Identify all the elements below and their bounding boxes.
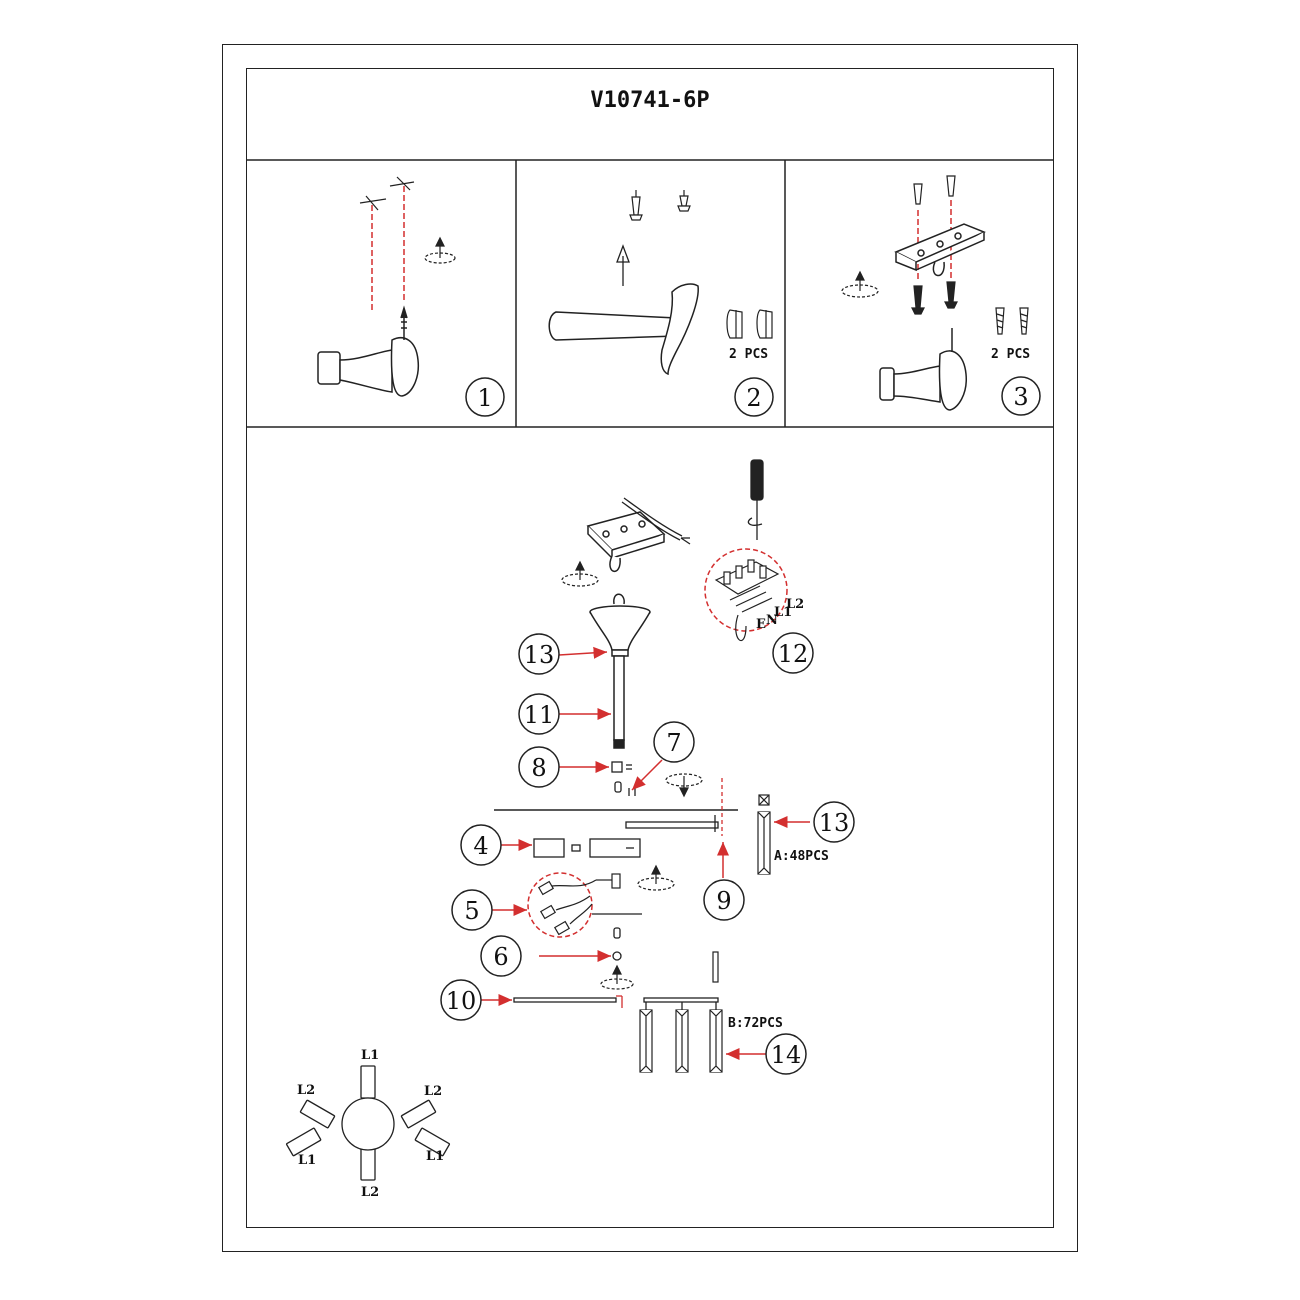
callout-14: 14 [765,1033,807,1075]
step2-quantity: 2 PCS [729,347,768,362]
step2-anchor-illustration: 2 PCS 2 [548,190,774,417]
wiring-diagram: L1 L2 L2 L1 L1 L2 [286,1048,450,1200]
callout-5: 5 [451,889,493,931]
ceiling-bracket-icon [586,511,666,572]
callout-4: 4 [460,824,502,866]
step1-drill-illustration: 1 [317,176,505,417]
callout-6: 6 [480,935,522,977]
crystal-a-quantity: A:48PCS [774,849,829,864]
rotate-icon [841,270,879,298]
rotate-icon [561,560,599,587]
step3-number: 3 [1001,376,1041,416]
screw-icon [913,175,956,205]
svg-text:L2: L2 [786,597,804,612]
callout-12: 12 [772,632,814,674]
callout-11: 11 [518,693,560,735]
svg-text:14: 14 [771,1041,802,1069]
svg-text:7: 7 [666,729,681,757]
rotate-icon [424,236,456,264]
step3-quantity: 2 PCS [991,347,1030,362]
callout-13-right: 13 [813,801,855,843]
screw-icon [629,190,691,221]
inner-frame [246,68,1054,1228]
svg-text:9: 9 [716,887,731,915]
wood-screw-icon [995,307,1029,335]
svg-text:11: 11 [524,701,555,729]
rotate-icon [637,864,675,891]
model-title: V10741-6P [590,88,710,113]
svg-text:5: 5 [464,897,479,925]
svg-text:13: 13 [524,641,555,669]
rotate-icon [600,964,634,990]
main-assembly: L2 L1 N E [440,459,855,1075]
nut-icon [611,761,636,796]
svg-text:N: N [766,613,778,628]
frame-bar-icon [625,815,719,832]
power-cable-icon [621,497,691,545]
outer-frame [222,44,1078,1252]
wire-label-top-left: L2 [297,1083,315,1098]
svg-text:13: 13 [819,809,850,837]
callout-13-top: 13 [518,633,560,675]
wire-label-top: L1 [361,1048,379,1063]
wire-label-bottom-left: L1 [298,1153,316,1168]
wire-label-top-right: L2 [424,1084,442,1099]
rod-icon [613,655,625,749]
crystal-a-icon [757,794,771,875]
svg-text:4: 4 [473,832,488,860]
wire-label-bottom-right: L1 [426,1149,444,1164]
canopy-icon [589,593,651,657]
callout-7: 7 [653,721,695,763]
mounting-bracket-icon [894,223,986,277]
screwdriver-icon [747,459,764,540]
up-arrow-icon [616,244,630,286]
svg-text:6: 6 [493,943,508,971]
hammer-icon [548,283,699,376]
crystal-b-quantity: B:72PCS [728,1016,783,1031]
step3-bracket-illustration: 2 PCS 3 [841,175,1041,416]
callout-10: 10 [440,979,482,1021]
housing-box-icon [533,838,641,858]
callout-8: 8 [518,746,560,788]
callout-9: 9 [703,879,745,921]
rotate-icon [665,773,703,798]
step2-number: 2 [734,377,774,417]
wire-label-bottom: L2 [361,1185,379,1200]
hand-drill-icon [317,305,420,397]
callout-leaders [481,646,810,1060]
svg-text:2: 2 [746,384,761,412]
svg-text:1: 1 [477,384,492,412]
svg-text:10: 10 [446,987,477,1015]
bottom-frame-icon [513,995,719,1010]
crystal-b-icon [639,1009,723,1073]
svg-text:3: 3 [1013,383,1028,411]
panel-grid [246,159,1054,428]
wall-plug-icon [726,309,773,339]
screw-icon [911,281,958,315]
svg-text:L1: L1 [774,605,792,620]
step1-number: 1 [465,377,505,417]
svg-text:E: E [756,617,766,632]
svg-text:8: 8 [531,754,546,782]
terminal-block-detail: L2 L1 N E [704,548,804,641]
socket-detail [527,872,621,938]
screwdriver-icon [879,328,967,411]
svg-text:12: 12 [778,640,809,668]
